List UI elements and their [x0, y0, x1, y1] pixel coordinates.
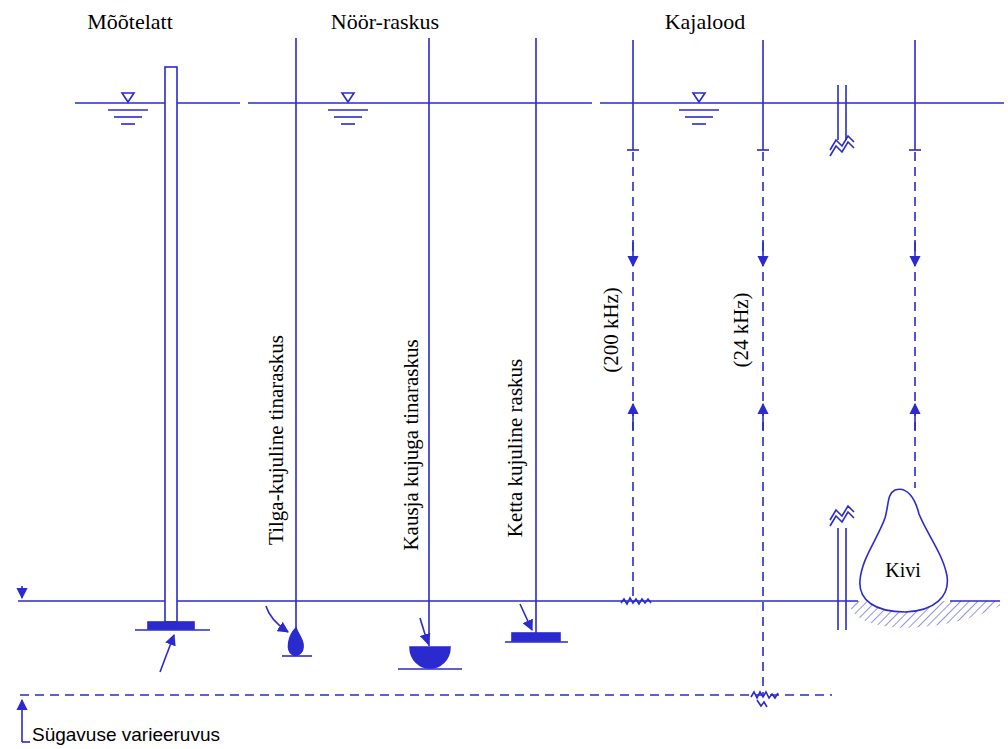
stone-shape: Kivi	[855, 484, 951, 614]
weight-label: Ketta kujuline raskus	[504, 359, 527, 537]
weight-label: Kausja kujuga tinaraskus	[400, 339, 423, 550]
method-title: Kajalood	[665, 10, 746, 34]
frequency-label: (24 kHz)	[730, 292, 753, 367]
stone-label: Kivi	[885, 559, 921, 582]
weight-label: Tilga-kujuline tinaraskus	[265, 335, 288, 545]
frequency-label: (200 kHz)	[600, 287, 623, 373]
stone-outline	[855, 484, 951, 614]
method-title: Mõõtelatt	[87, 10, 173, 34]
method-title: Nöör-raskus	[331, 10, 439, 34]
depth-variation-label: Sügavuse varieeruvus	[32, 725, 220, 746]
